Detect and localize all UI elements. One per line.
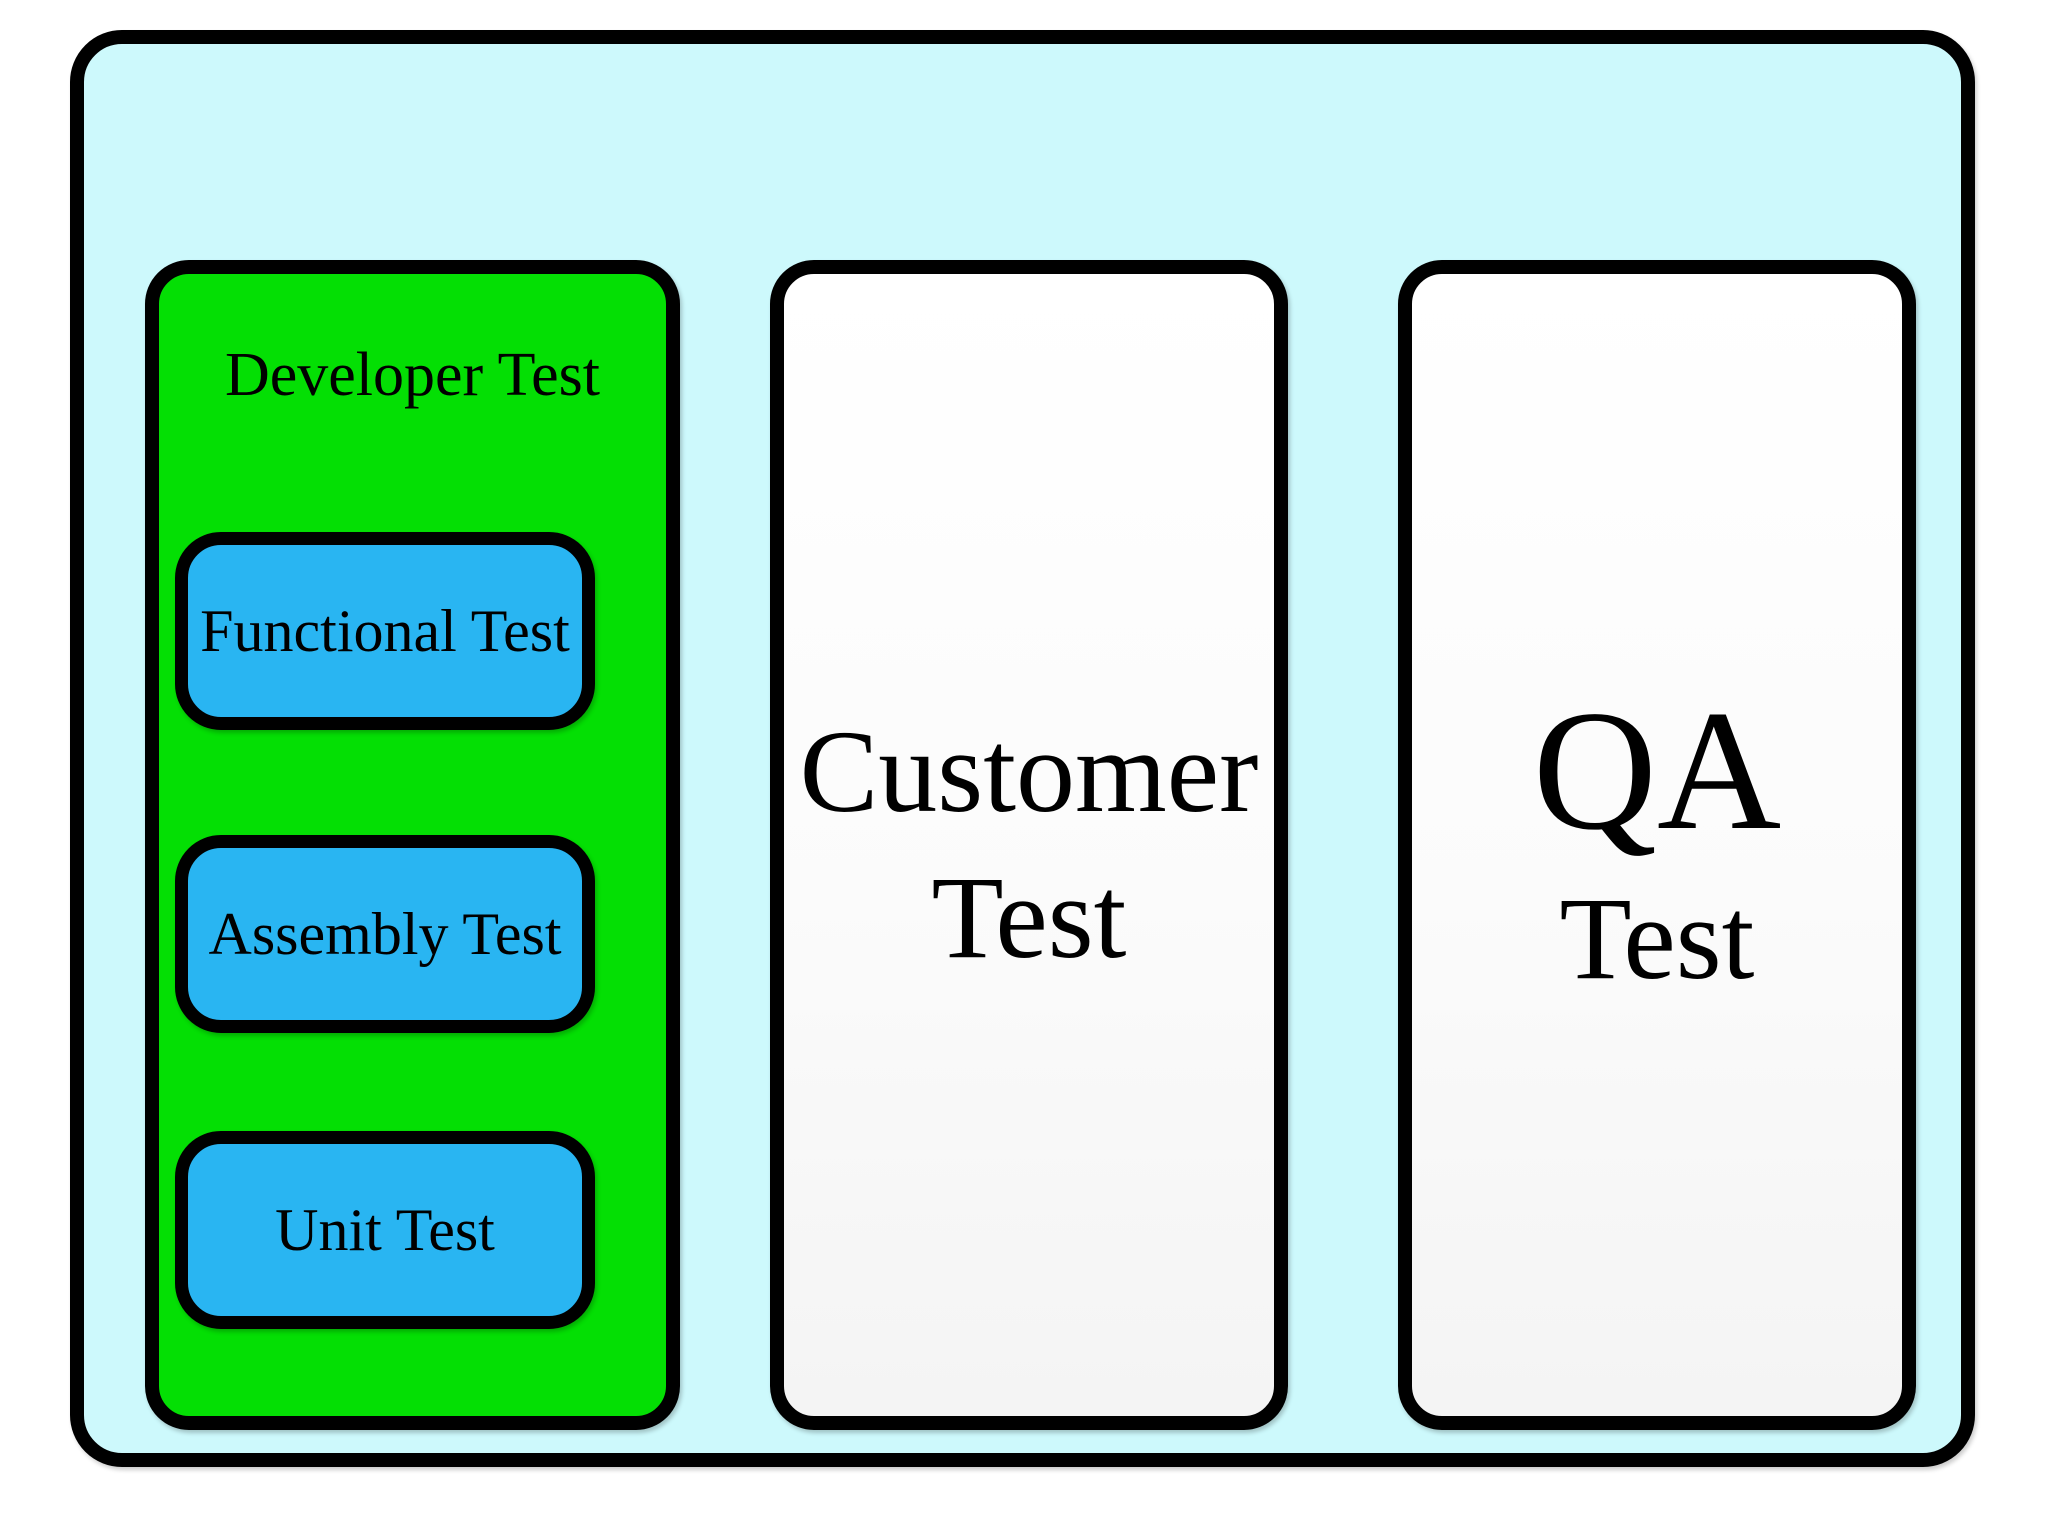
qa-test-box: QA Test bbox=[1398, 260, 1916, 1430]
developer-test-group-box: Developer Test Functional Test Assembly … bbox=[145, 260, 680, 1430]
assembly-test-box: Assembly Test bbox=[175, 835, 595, 1033]
qa-test-label-line2: Test bbox=[1559, 873, 1755, 1005]
unit-test-box: Unit Test bbox=[175, 1131, 595, 1329]
functional-test-label: Functional Test bbox=[200, 598, 570, 664]
developer-test-label: Developer Test bbox=[225, 341, 600, 409]
unit-test-label: Unit Test bbox=[275, 1197, 495, 1263]
customer-test-label-line1: Customer bbox=[799, 705, 1259, 837]
outer-container-box: Developer Test Functional Test Assembly … bbox=[70, 30, 1975, 1467]
assembly-test-label: Assembly Test bbox=[208, 901, 562, 967]
qa-test-label-line1: QA bbox=[1532, 676, 1782, 867]
customer-test-box: Customer Test bbox=[770, 260, 1288, 1430]
customer-test-label-line2: Test bbox=[931, 852, 1127, 983]
functional-test-box: Functional Test bbox=[175, 532, 595, 730]
